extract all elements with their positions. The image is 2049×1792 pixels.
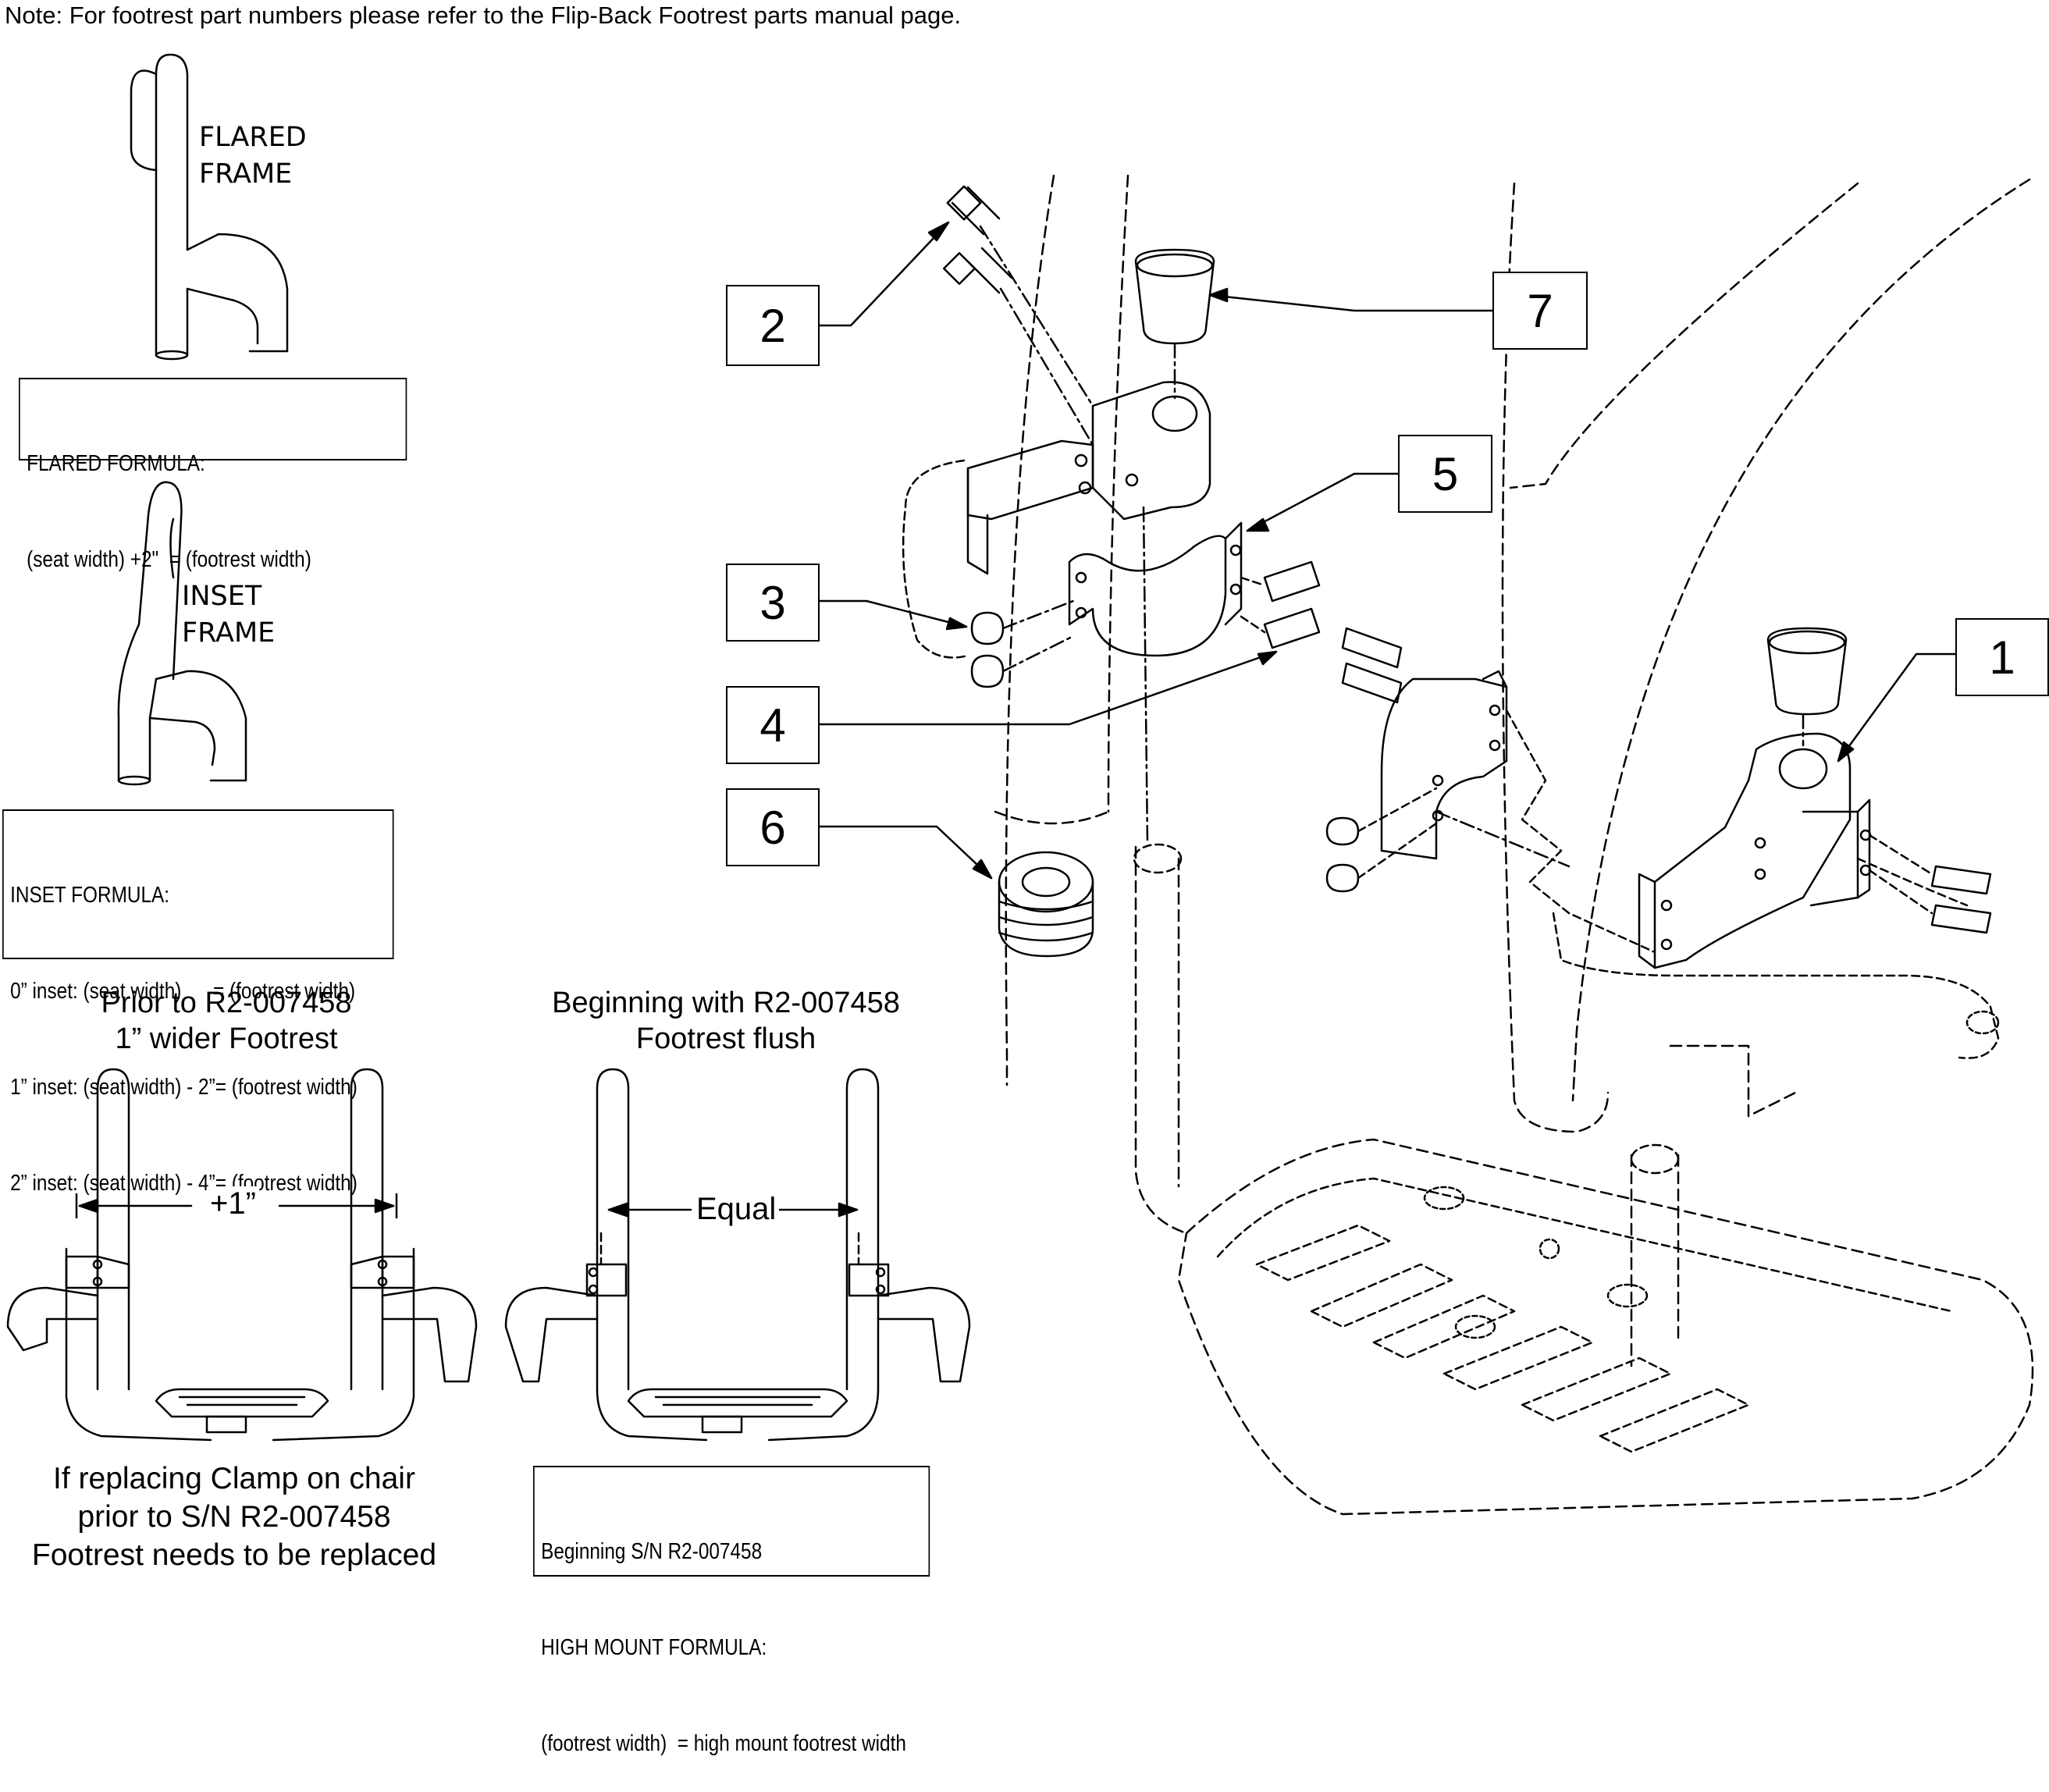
inset-formula-line: 1” inset: (seat width) - 2”= (footrest w… (10, 1075, 358, 1100)
inset-frame-drawing (117, 481, 247, 786)
high-mount-formula-box: Beginning S/N R2-007458 HIGH MOUNT FORMU… (533, 1466, 930, 1756)
inset-formula-box: INSET FORMULA: 0” inset: (seat width) = … (2, 809, 394, 1196)
callout-2: 2 (726, 285, 820, 366)
callout-4: 4 (726, 686, 820, 764)
callout-1: 1 (1955, 618, 2049, 696)
prior-caption: Prior to R2-007458 1” wider Footrest (101, 987, 352, 1055)
callout-7: 7 (1492, 272, 1588, 350)
callout-5: 5 (1398, 435, 1492, 513)
high-mount-formula-heading: HIGH MOUNT FORMULA: (541, 1635, 767, 1660)
high-mount-formula-title: Beginning S/N R2-007458 (541, 1539, 763, 1564)
inset-formula-line: 0” inset: (seat width) = (footrest width… (10, 979, 356, 1004)
inset-frame-label: INSET FRAME (182, 581, 276, 649)
prior-footrest-drawing (6, 1068, 478, 1442)
prior-replacement-note: If replacing Clamp on chair prior to S/N… (31, 1462, 437, 1572)
flared-frame-drawing (130, 53, 289, 361)
beginning-footrest-drawing (504, 1068, 971, 1442)
high-mount-formula-line: (footrest width) = high mount footrest w… (541, 1731, 906, 1756)
inset-formula-title: INSET FORMULA: (10, 883, 170, 908)
flared-frame-label: FLARED FRAME (199, 122, 307, 190)
beginning-caption: Beginning with R2-007458 Footrest flush (552, 987, 900, 1055)
exploded-clamp-drawing (902, 174, 2034, 1516)
parts-note: Note: For footrest part numbers please r… (5, 2, 962, 29)
flared-formula-line: (seat width) +2" = (footrest width) (27, 547, 311, 572)
prior-dimension-label: +1” (207, 1186, 259, 1221)
inset-formula-line: 2” inset: (seat width) - 4”= (footrest w… (10, 1171, 358, 1196)
exploded-parts-diagram (6, 53, 2034, 1516)
callout-6: 6 (726, 788, 820, 866)
callout-leaders (818, 221, 1957, 880)
flared-formula-box: FLARED FORMULA: (seat width) +2" = (foot… (19, 378, 407, 572)
beginning-dimension-label: Equal (693, 1192, 780, 1227)
callout-3: 3 (726, 564, 820, 642)
flared-formula-title: FLARED FORMULA: (27, 451, 205, 476)
